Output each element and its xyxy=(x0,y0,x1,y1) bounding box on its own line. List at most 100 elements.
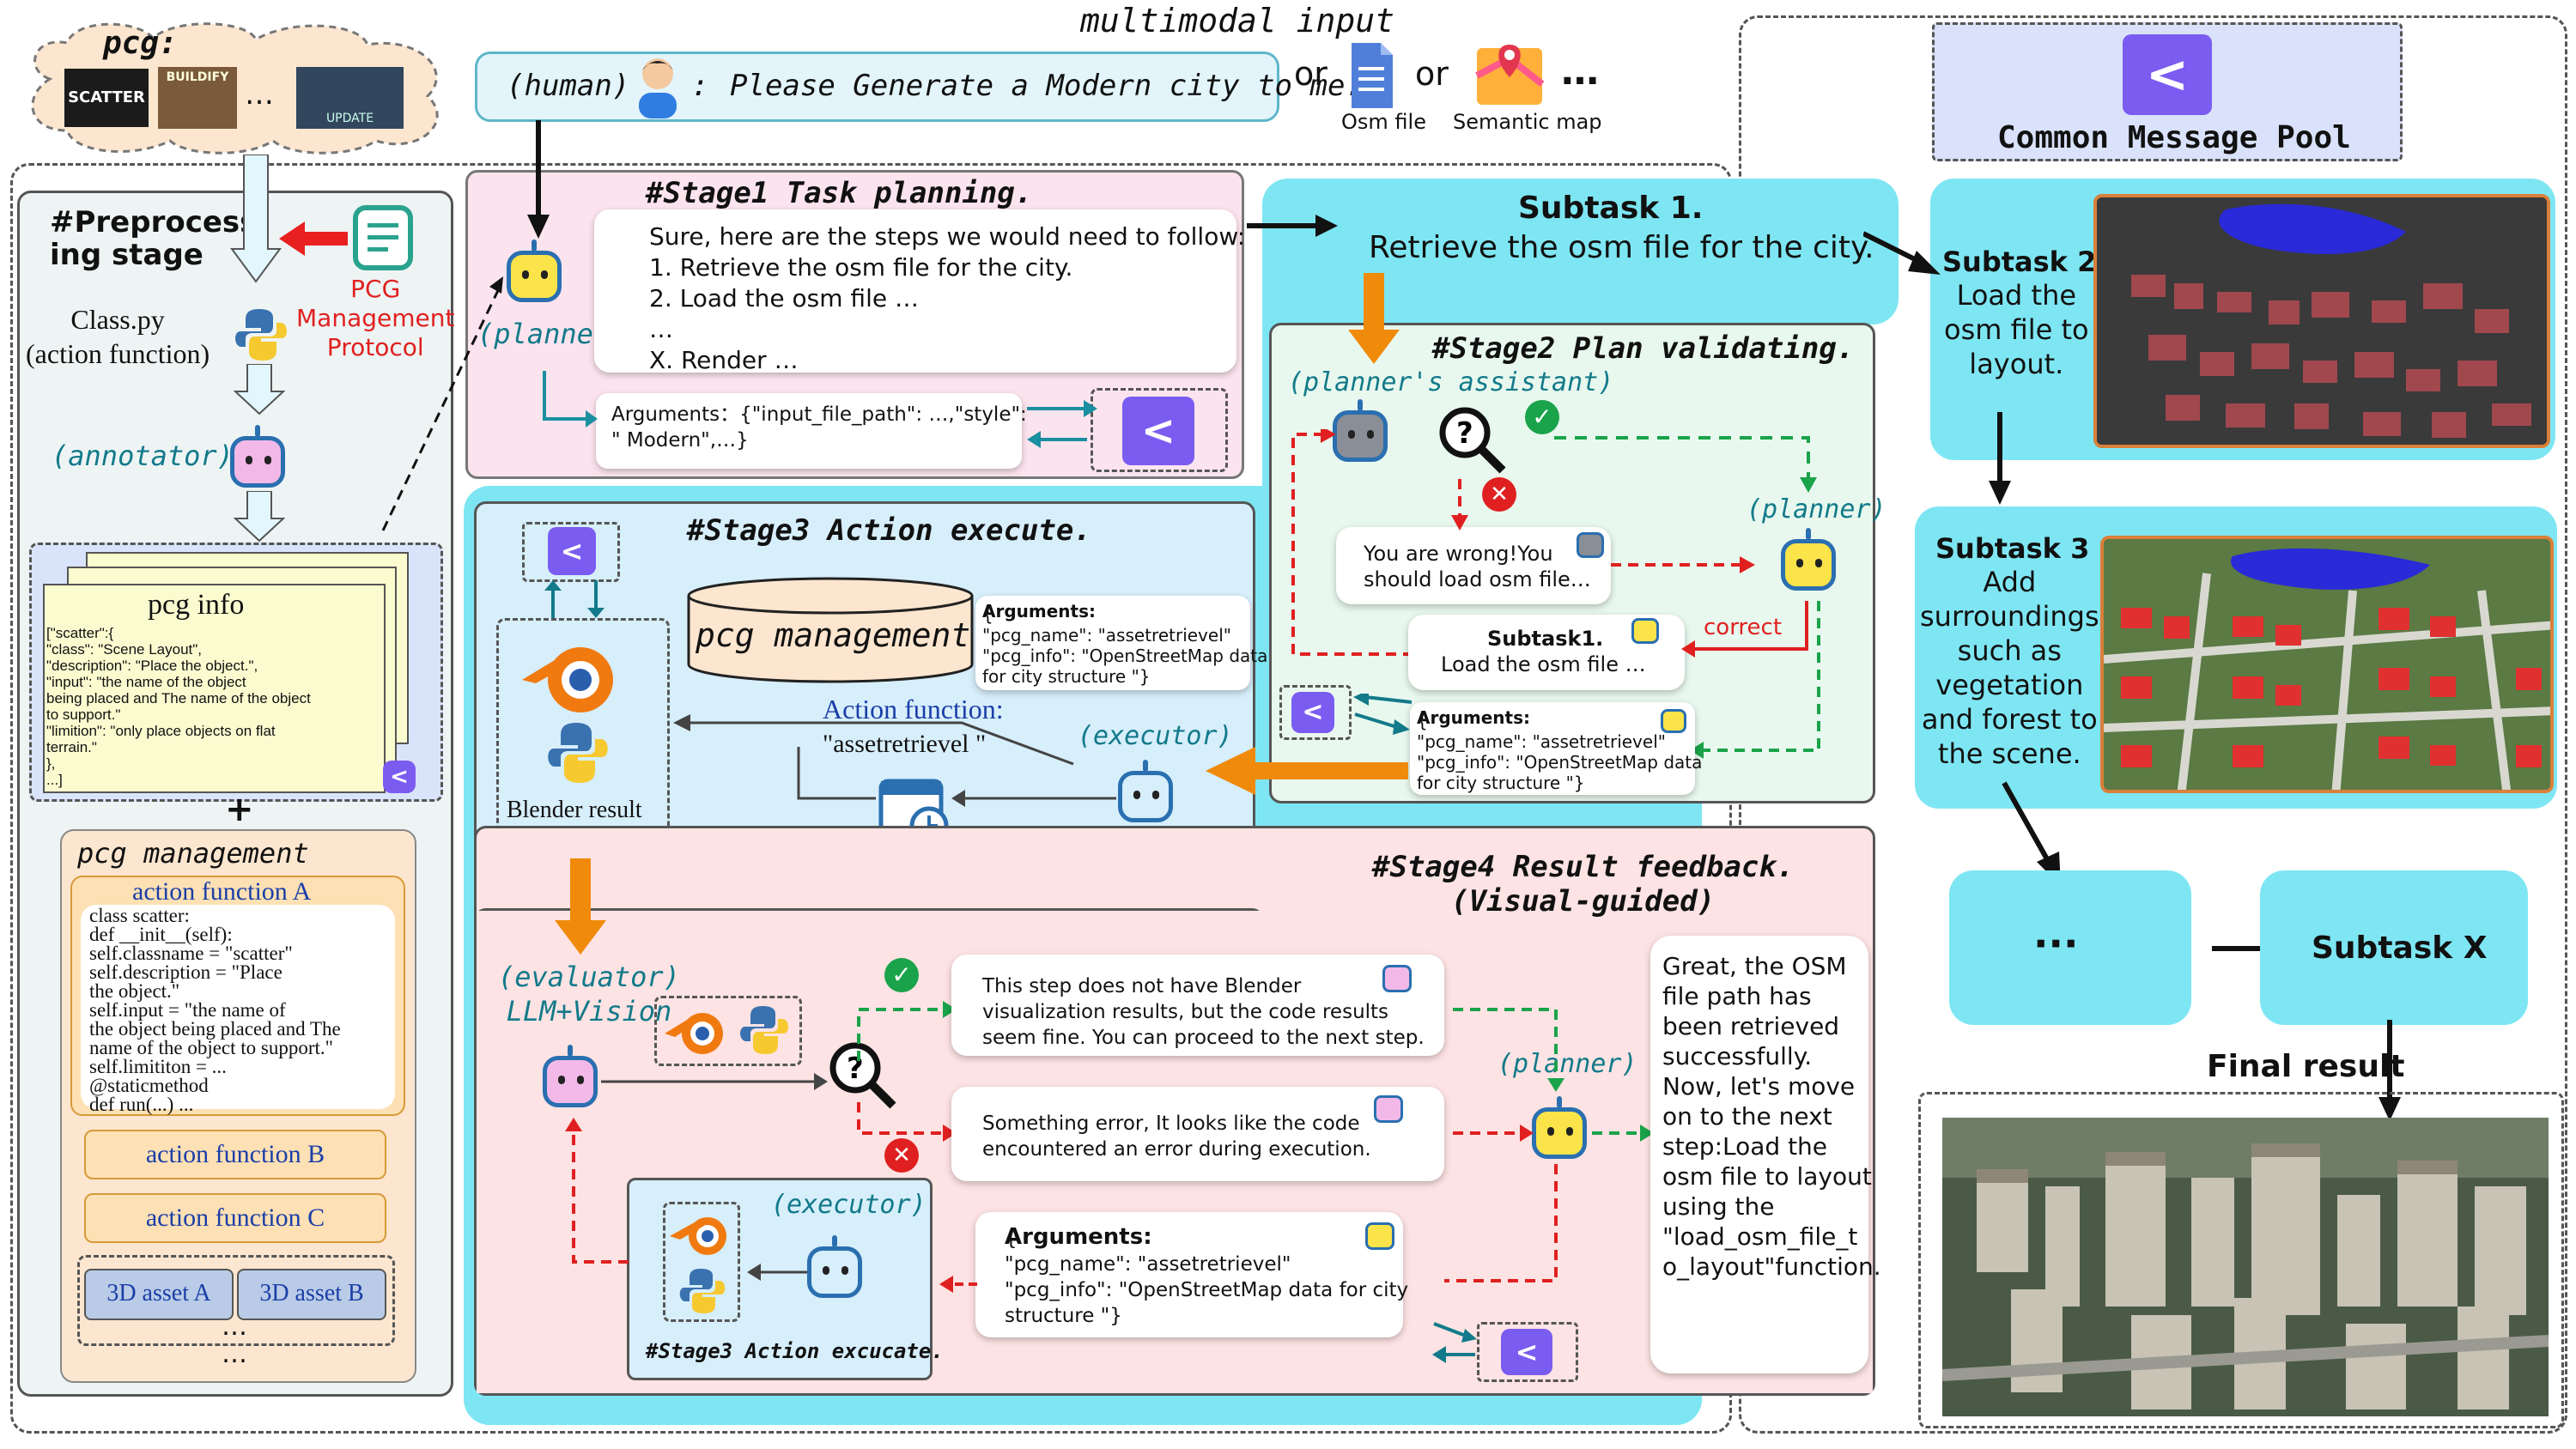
stage4-exec-blender-icon xyxy=(668,1210,737,1260)
ellipsis-label: ··· xyxy=(2033,920,2079,967)
stage4-cross-icon: ✕ xyxy=(884,1138,919,1173)
subtask3-render-image xyxy=(2100,536,2554,793)
stage4-err-bubble xyxy=(951,1087,1444,1181)
stage4-title: #Stage4 Result feedback. (Visual-guided) xyxy=(1372,850,1795,919)
stage2-red-path xyxy=(1285,426,1765,670)
asset-b-box: 3D asset B xyxy=(237,1269,386,1320)
asset-b-label: 3D asset B xyxy=(259,1280,364,1307)
pcg-db-label: pcg management xyxy=(696,616,971,654)
stage4-share-icon: < xyxy=(1501,1329,1552,1375)
or-label-2: or xyxy=(1415,55,1449,93)
class-py-label: Class.py (action function) xyxy=(26,304,210,369)
stage1-args-text: Arguments：{"input_file_path": …,"style":… xyxy=(611,403,1027,452)
final-result-label: Final result xyxy=(2207,1049,2405,1084)
stage1-response-bubble xyxy=(594,209,1236,373)
stage2-title: #Stage2 Plan validating. xyxy=(1432,331,1855,366)
protocol-label: PCG Management Protocol xyxy=(296,275,455,361)
stage3-to-stage4-arrow xyxy=(555,858,606,956)
management-dots: … xyxy=(222,1339,247,1369)
stage3-executor-label: (executor) xyxy=(1078,721,1233,751)
message-pool-label: Common Message Pool xyxy=(1997,120,2351,155)
assets-frame xyxy=(77,1255,395,1346)
stage2-magnifier-icon: ? xyxy=(1436,403,1508,476)
pcg-management-title: pcg management xyxy=(77,837,309,870)
osm-file-label: Osm file xyxy=(1341,110,1426,134)
cloud-down-arrow xyxy=(230,154,282,283)
stage3-executor-robot-icon xyxy=(1118,760,1173,822)
stage1-args-arrows xyxy=(538,371,1104,465)
stage2-share-frame xyxy=(1279,685,1352,740)
subtask2-body: Load the osm file to layout. xyxy=(1944,279,2089,380)
buildify-thumbnail: BUILDIFY xyxy=(158,67,237,129)
human-to-planner-arrow xyxy=(526,120,551,240)
update-thumb-label: UPDATE xyxy=(325,112,374,125)
final-result-frame xyxy=(1918,1092,2564,1428)
stage2-subtask-title: Subtask1. xyxy=(1487,627,1604,651)
subtask3-body: Add surroundings such as vegetation and … xyxy=(1920,566,2099,770)
stage4-python-icon xyxy=(738,1004,790,1056)
stage4-ok-text: This step does not have Blender visualiz… xyxy=(982,975,1425,1049)
stage1-title: #Stage1 Task planning. xyxy=(646,176,1033,210)
stage4-check-icon: ✓ xyxy=(884,958,919,992)
stage4-ok-robot-icon xyxy=(1382,965,1412,992)
pcg-info-share-icon: < xyxy=(383,761,416,793)
stage4-blender-icon xyxy=(663,1006,732,1058)
stage4-inner-title: #Stage3 Action excucate. xyxy=(646,1339,944,1363)
pcg-info-page xyxy=(43,584,386,793)
subtask1-title: Subtask 1. xyxy=(1518,191,1704,226)
stage2-assistant-label: (planner's assistant) xyxy=(1288,367,1614,397)
stage4-err-text: Something error, It looks like the code … xyxy=(982,1113,1371,1161)
preprocess-title: #Preprocess ing stage xyxy=(50,205,258,272)
stage3-args-body: { "pcg_name": "assetretrievel" "pcg_info… xyxy=(982,604,1268,687)
stage4-planner-robot-icon xyxy=(1532,1096,1587,1159)
multimodal-input-title: multimodal input xyxy=(1080,2,1395,39)
stage4-executor-box xyxy=(627,1178,933,1380)
stage4-args-title: Arguments: xyxy=(1005,1224,1152,1250)
preprocess-arrow-3 xyxy=(233,490,286,543)
stage1-share-icon: < xyxy=(1122,397,1194,465)
stage3-title: #Stage3 Action execute. xyxy=(687,513,1091,548)
stage2-planner-robot-icon xyxy=(1781,528,1836,591)
human-colon: : xyxy=(691,69,709,103)
stage2-share-arrows xyxy=(1352,690,1413,737)
semantic-map-icon xyxy=(1475,41,1545,106)
stage4-args-arrow xyxy=(938,1274,977,1294)
subtask1-header-panel xyxy=(1335,179,1899,324)
protocol-icon xyxy=(350,204,417,273)
subtask2-title: Subtask 2 xyxy=(1942,246,2097,278)
stage1-share-frame xyxy=(1091,388,1228,472)
assistant-robot-icon xyxy=(1333,399,1388,462)
stage4-planner-arrows xyxy=(1444,996,1659,1288)
action-function-label: Action function: xyxy=(823,694,1004,724)
stage4-executor-label: (executor) xyxy=(771,1190,927,1220)
update-thumbnail: UPDATE xyxy=(296,67,404,129)
stage2-check-path xyxy=(1554,415,1820,493)
action-function-c-label: action function C xyxy=(145,1203,325,1232)
annotator-robot-icon xyxy=(230,425,285,488)
stage4-exec-python-icon xyxy=(678,1267,726,1315)
action-function-b-box: action function B xyxy=(84,1130,386,1179)
annotator-label: (annotator) xyxy=(52,440,234,472)
assets-dots: … xyxy=(222,1312,247,1342)
stage2-correct-path xyxy=(1666,567,1820,773)
cloud-dots: … xyxy=(245,77,274,112)
human-avatar-icon xyxy=(634,55,682,118)
stage3-flow-arrows xyxy=(670,670,1116,815)
stage4-branch-arrows xyxy=(601,996,962,1159)
protocol-arrow xyxy=(279,221,348,256)
protocol-to-planner-dashed xyxy=(378,275,507,532)
stage2-wrong-robot-icon xyxy=(1577,532,1604,558)
stage3-share-arrows xyxy=(534,580,617,618)
ellipsis-panel xyxy=(1949,870,2191,1025)
human-label: (human) xyxy=(507,69,630,103)
input-ellipsis: … xyxy=(1561,50,1599,94)
or-label-1: or xyxy=(1294,55,1327,93)
asset-a-box: 3D asset A xyxy=(84,1269,234,1320)
human-prompt-box xyxy=(475,52,1279,122)
stage4-exec-arrow xyxy=(744,1262,807,1282)
stage4-tools-frame xyxy=(654,996,802,1066)
stage2-args-robot-icon xyxy=(1661,709,1686,733)
stage2-args-bubble xyxy=(1410,702,1695,795)
action-function-name: "assetretrievel " xyxy=(823,730,987,758)
stage1-response-text: Sure, here are the steps we would need t… xyxy=(649,222,1246,374)
